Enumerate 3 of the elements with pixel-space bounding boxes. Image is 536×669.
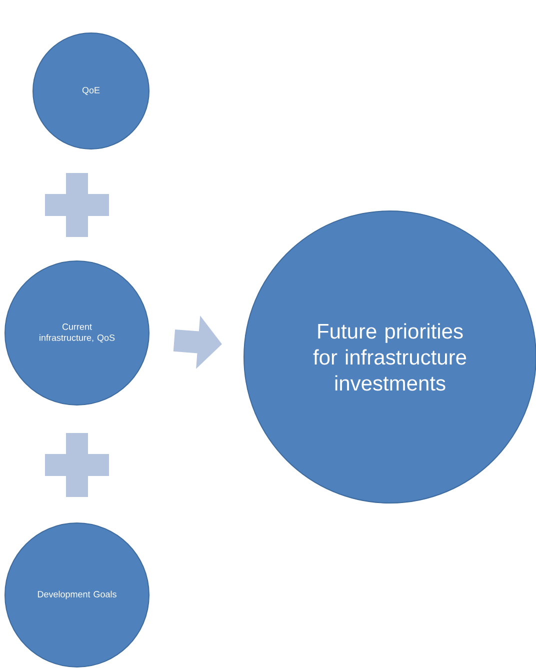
circle-node: Current infrastructure, QoS [4,260,150,406]
circle-node: QoE [32,32,150,150]
circle-node: Development Goals [4,522,150,668]
